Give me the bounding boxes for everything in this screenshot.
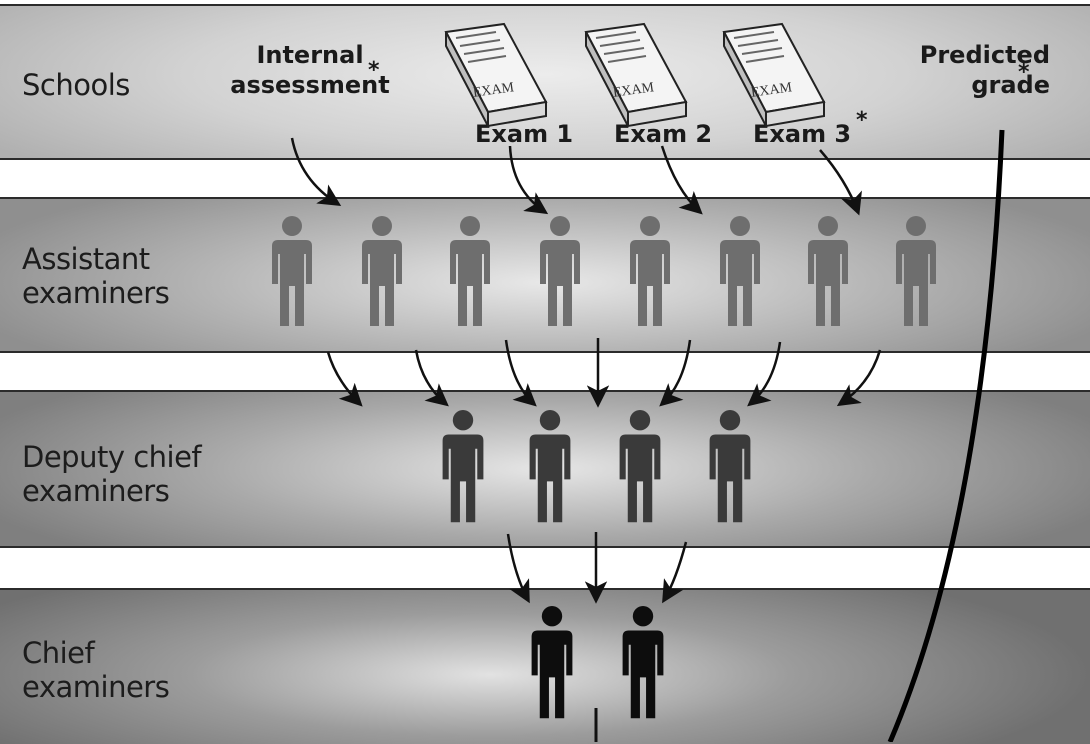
assistant-examiner-icon bbox=[272, 216, 312, 326]
assistant-to-deputy-arrow-6 bbox=[747, 341, 782, 407]
internal-assessment-arrow bbox=[290, 137, 342, 207]
deputy-to-chief-arrow-1 bbox=[506, 533, 530, 604]
svg-text:EXAM: EXAM bbox=[612, 80, 655, 101]
exam-2-arrow bbox=[660, 145, 703, 215]
svg-text:EXAM: EXAM bbox=[750, 80, 793, 101]
assistant-examiner-icon bbox=[896, 216, 936, 326]
deputy-chief-examiners-label: Deputy chief examiners bbox=[22, 440, 202, 508]
assistant-to-deputy-arrow-7 bbox=[836, 349, 882, 407]
assistant-examiner-icon bbox=[720, 216, 760, 326]
deputy-chief-examiner-icon bbox=[442, 410, 484, 523]
schools-band bbox=[0, 4, 1090, 160]
exam-3-arrow bbox=[819, 149, 862, 216]
schools-label: Schools bbox=[22, 68, 130, 102]
assistant-examiner-icon bbox=[362, 216, 402, 326]
predicted-grade-label: Predicted grade bbox=[919, 41, 1050, 99]
assistant-to-deputy-arrow-2 bbox=[414, 349, 449, 407]
deputy-chief-examiner-icon bbox=[529, 410, 571, 523]
deputy-to-chief-arrow-3 bbox=[662, 541, 688, 604]
assistant-examiner-icon bbox=[450, 216, 490, 326]
assistant-to-deputy-arrow-3 bbox=[504, 339, 537, 407]
assistant-to-deputy-arrow-1 bbox=[326, 351, 363, 407]
predicted-grade-line bbox=[887, 129, 1005, 742]
exam-1-booklet-icon: EXAM bbox=[445, 23, 547, 127]
exam-3-asterisk: * bbox=[856, 108, 868, 133]
deputy-chief-examiner-icon bbox=[709, 410, 751, 523]
internal-assessment-asterisk: * bbox=[368, 58, 380, 83]
assistant-examiners-label: Assistant examiners bbox=[22, 242, 170, 310]
exam-2-booklet-icon: EXAM bbox=[585, 23, 687, 127]
deputy-chief-examiner-icon bbox=[619, 410, 661, 523]
assistant-examiner-icon bbox=[540, 216, 580, 326]
exam-1-arrow bbox=[508, 145, 549, 215]
chief-examiners-label: Chief examiners bbox=[22, 636, 170, 704]
assistant-examiner-icon bbox=[630, 216, 670, 326]
exam-3-booklet-icon: EXAM bbox=[723, 23, 825, 127]
chief-examiner-icon bbox=[531, 606, 573, 719]
svg-text:EXAM: EXAM bbox=[472, 80, 515, 101]
internal-assessment-label: Internal assessment bbox=[230, 41, 390, 99]
assistant-to-deputy-arrow-5 bbox=[659, 339, 692, 407]
assistant-examiner-icon bbox=[808, 216, 848, 326]
chief-examiner-icon bbox=[622, 606, 664, 719]
predicted-grade-asterisk: * bbox=[1018, 60, 1030, 85]
